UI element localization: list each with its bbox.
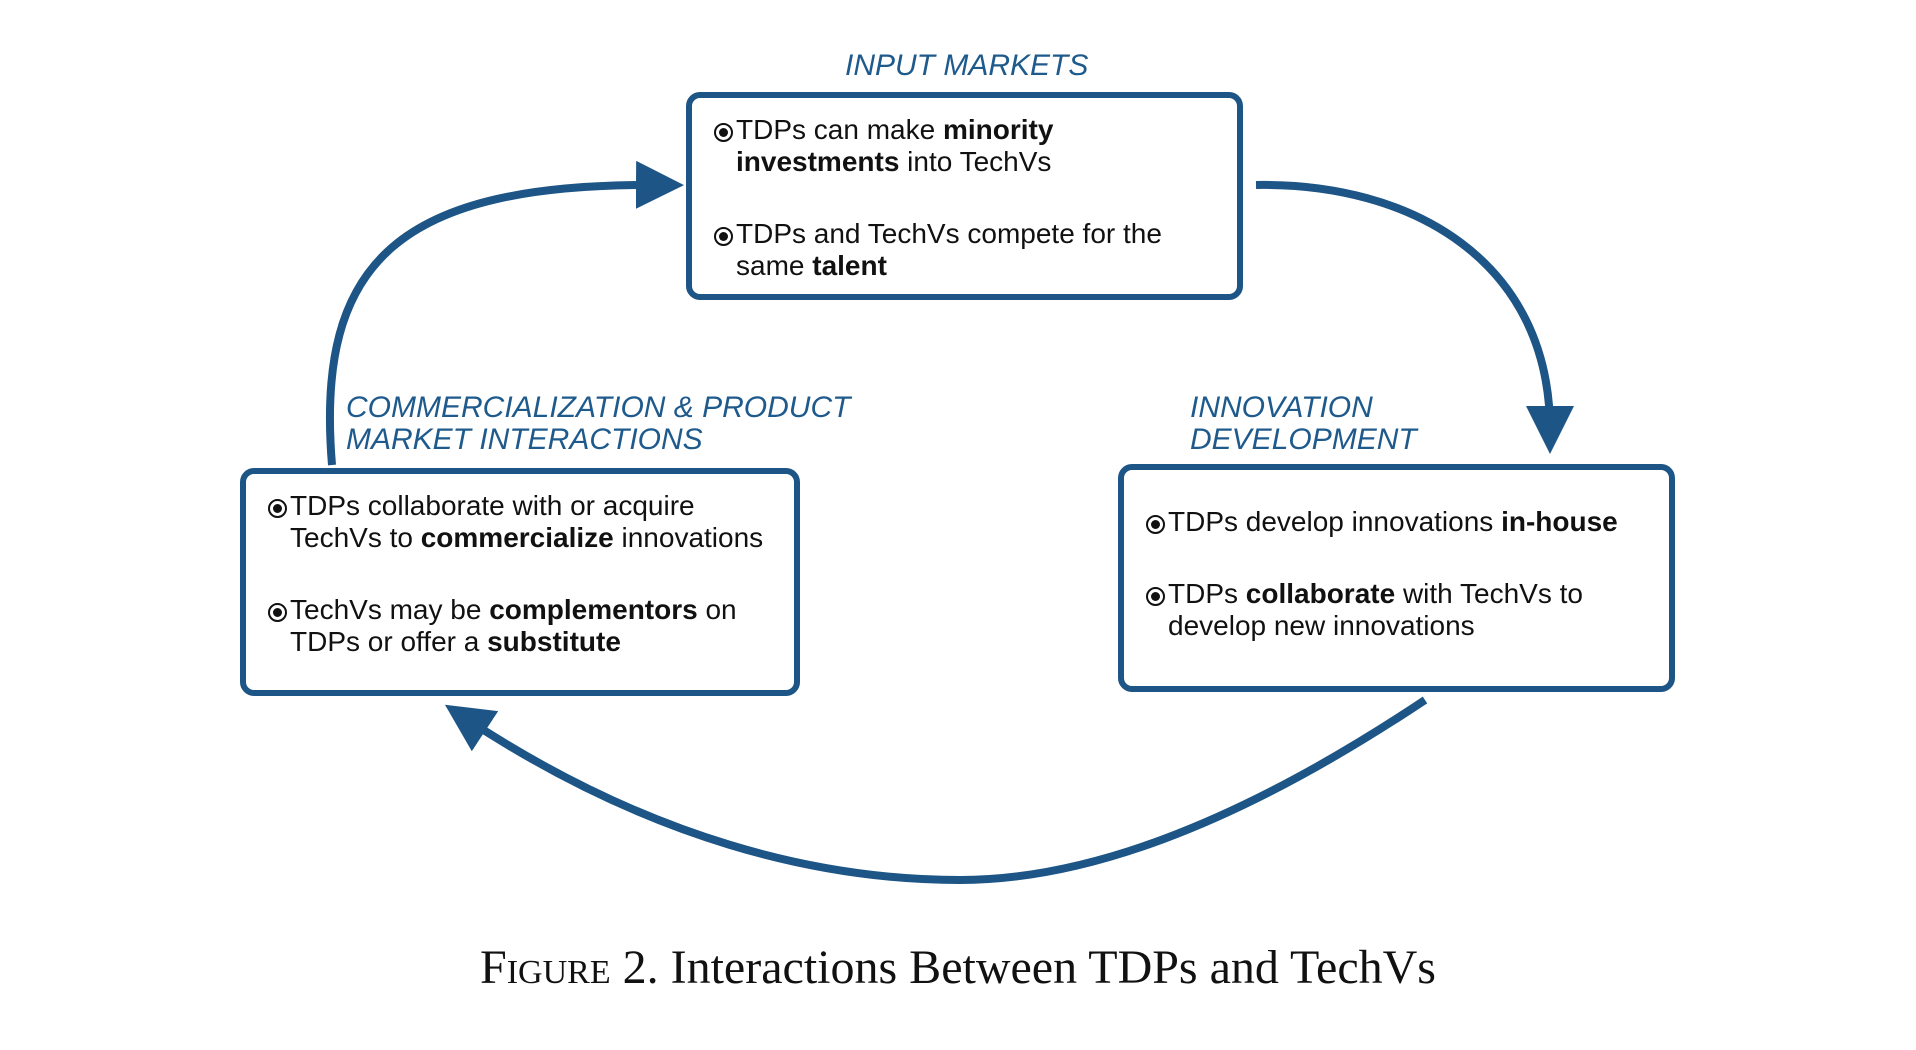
bullet-text: TDPs collaborate with or acquire TechVs … [290, 490, 764, 553]
arrow-innovation-to-commercialization [444, 696, 1428, 885]
bullet-text: TDPs and TechVs compete for the same tal… [736, 218, 1162, 281]
figure-caption: Figure 2. Interactions Between TDPs and … [480, 941, 1436, 994]
bullet-item: TechVs may be complementors on TDPs or o… [268, 594, 772, 658]
bullet-icon [268, 603, 287, 622]
bullet-text: TDPs collaborate with TechVs to develop … [1168, 578, 1583, 641]
bullet-item: TDPs can make minority investments into … [714, 114, 1215, 178]
bullet-item: TDPs collaborate with TechVs to develop … [1146, 578, 1647, 642]
input-markets-box: TDPs can make minority investments into … [686, 92, 1243, 300]
bullet-text: TechVs may be complementors on TDPs or o… [290, 594, 737, 657]
arrow-input-to-innovation [1255, 180, 1574, 454]
bullet-item: TDPs develop innovations in-house [1146, 506, 1647, 538]
commercialization-label: COMMERCIALIZATION & PRODUCT MARKET INTER… [346, 391, 851, 456]
innovation-development-box: TDPs develop innovations in-house TDPs c… [1118, 464, 1675, 692]
bullet-icon [714, 227, 733, 246]
bullet-icon [1146, 515, 1165, 534]
bullet-item: TDPs collaborate with or acquire TechVs … [268, 490, 772, 554]
bullet-text: TDPs can make minority investments into … [736, 114, 1054, 177]
input-markets-label: INPUT MARKETS [845, 49, 1089, 82]
innovation-development-label: INNOVATION DEVELOPMENT [1190, 391, 1417, 456]
arrow-commercialization-to-input [325, 160, 684, 466]
bullet-icon [714, 123, 733, 142]
bullet-text: TDPs develop innovations in-house [1168, 506, 1618, 537]
bullet-icon [268, 499, 287, 518]
bullet-icon [1146, 587, 1165, 606]
bullet-item: TDPs and TechVs compete for the same tal… [714, 218, 1215, 282]
commercialization-box: TDPs collaborate with or acquire TechVs … [240, 468, 800, 696]
